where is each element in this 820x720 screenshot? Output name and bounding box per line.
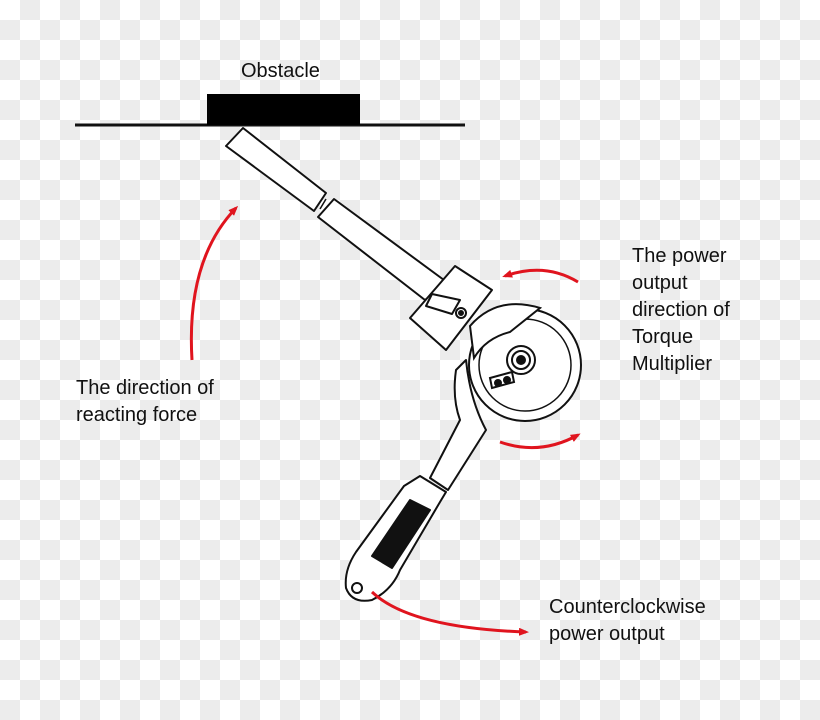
obstacle-label: Obstacle xyxy=(241,60,320,82)
coupling-sleeve xyxy=(409,265,493,351)
ratchet-head xyxy=(468,303,582,422)
reacting-force-arrow xyxy=(189,205,239,361)
power-output-arrow-bottom xyxy=(499,433,581,450)
reacting-force-label: The direction of reacting force xyxy=(76,377,214,426)
power-output-arrow-top xyxy=(502,268,579,284)
extension-bar-lower xyxy=(317,198,449,301)
arrows xyxy=(189,205,581,636)
power-output-direction-label: The power output direction of Torque Mul… xyxy=(632,245,730,375)
obstacle-block xyxy=(207,94,360,125)
wrench-shaft xyxy=(429,359,487,491)
obstacle-group xyxy=(75,94,465,127)
extension-bar xyxy=(225,127,449,301)
extension-bar-upper xyxy=(225,127,327,212)
counterclockwise-label: Counterclockwise power output xyxy=(549,596,706,645)
wrench-handle xyxy=(344,475,447,602)
counterclockwise-arrow xyxy=(370,590,529,636)
